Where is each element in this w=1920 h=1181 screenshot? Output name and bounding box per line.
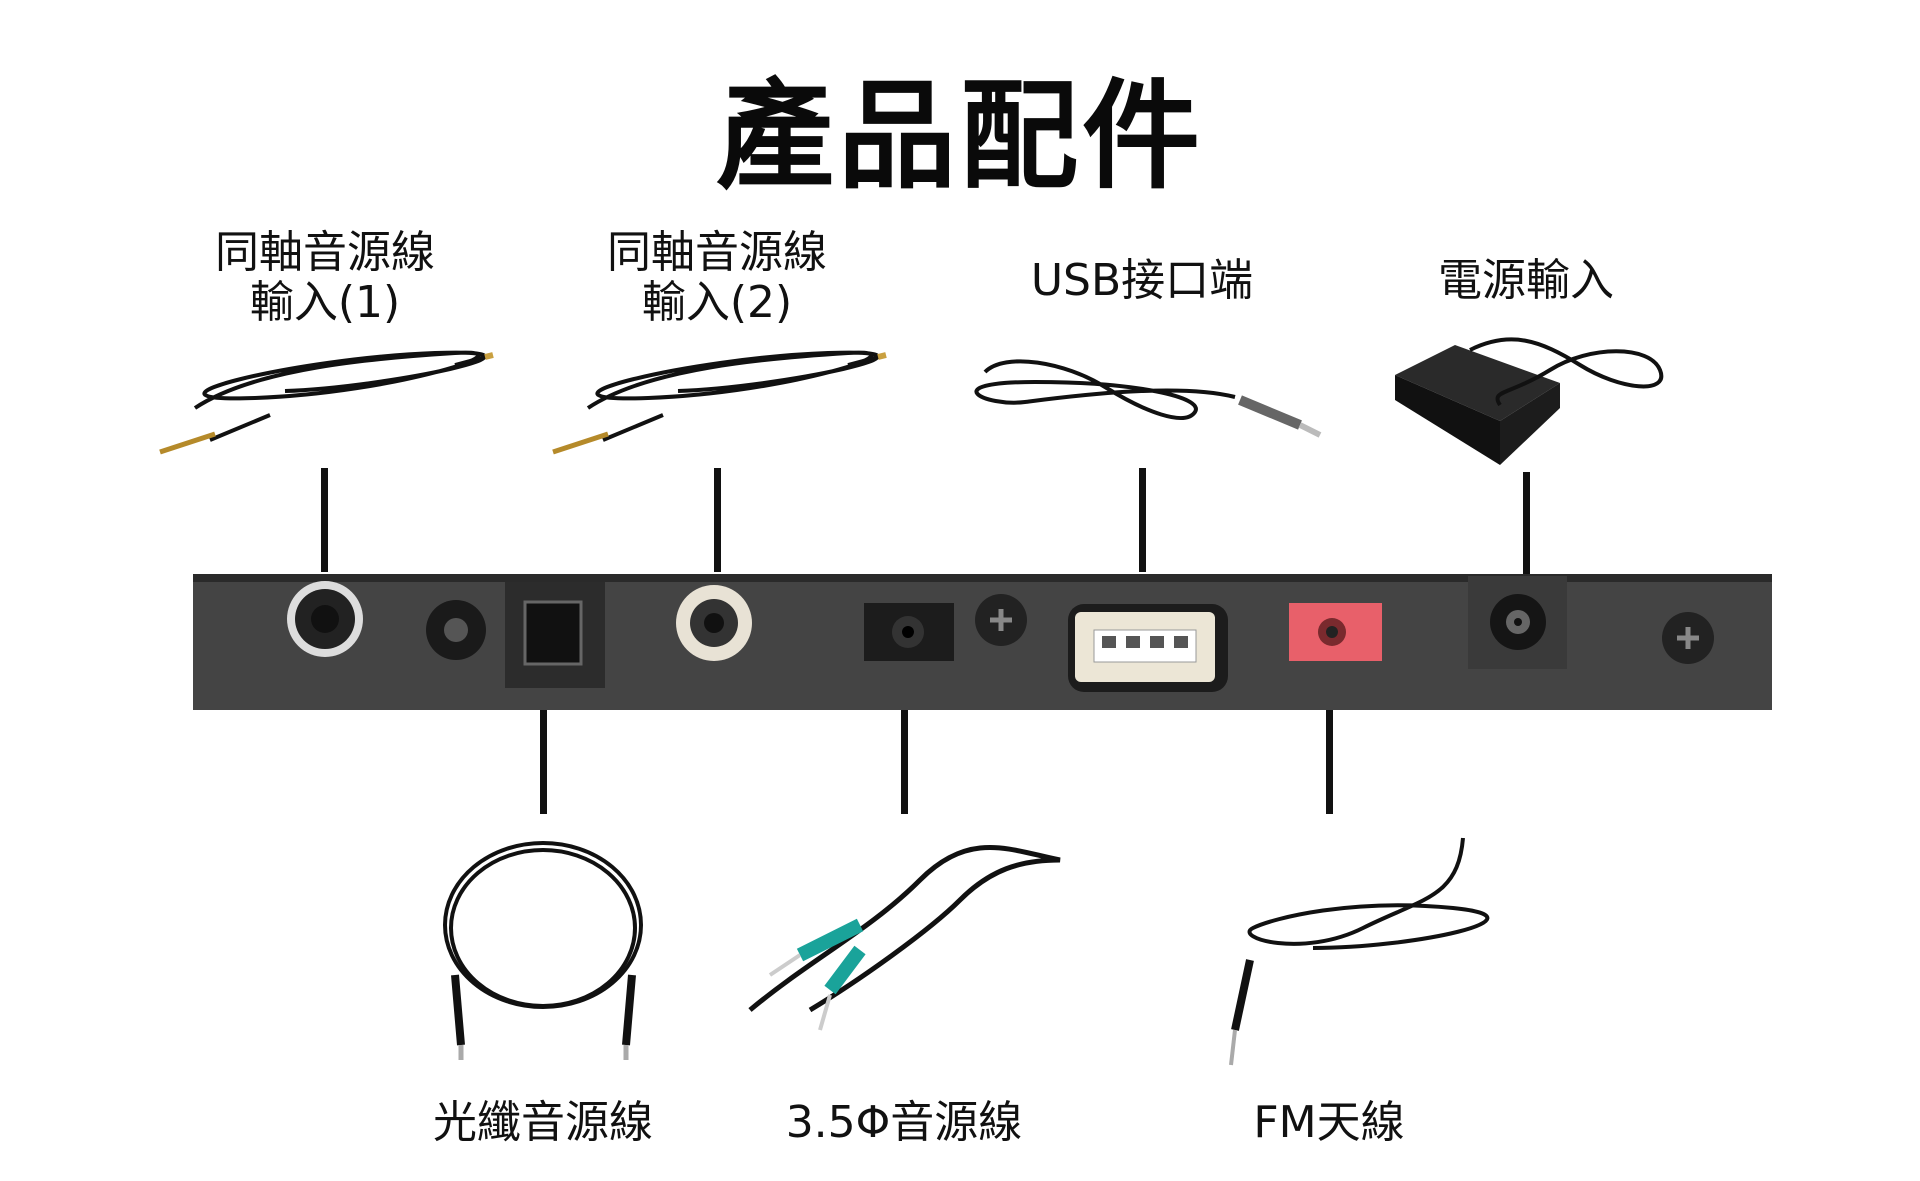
screw-icon <box>1662 612 1714 664</box>
optical-cable-icon <box>443 841 643 1060</box>
label-line: 輸入(2) <box>641 277 793 328</box>
screw-icon <box>975 594 1027 646</box>
page-title: 產品配件 <box>715 67 1204 205</box>
label-usb-port: USB接口端 <box>1030 255 1254 306</box>
label-fm-antenna: FM天線 <box>1253 1097 1405 1148</box>
usb-cable-icon <box>974 359 1322 438</box>
connector-line <box>1326 710 1333 814</box>
label-coaxial-input-2: 同軸音源線 輸入(2) <box>547 228 887 328</box>
fm-antenna-port <box>1289 603 1382 661</box>
fm-antenna-icon <box>1229 837 1490 1066</box>
small-jack <box>426 600 486 660</box>
optical-port <box>505 582 605 688</box>
label-coaxial-input-1: 同軸音源線 輸入(1) <box>155 228 495 328</box>
power-adapter-icon <box>1395 337 1664 465</box>
connector-line <box>901 710 908 814</box>
connector-line <box>1139 468 1146 572</box>
rca-coaxial-cable-icon <box>552 350 887 455</box>
usb-port <box>1068 604 1228 692</box>
label-line: 同軸音源線 <box>215 227 435 278</box>
aux-cable-icon <box>748 845 1061 1031</box>
connector-line <box>321 468 328 572</box>
rca-coaxial-cable-icon <box>159 350 494 455</box>
label-aux-cable: 3.5Φ音源線 <box>785 1097 1023 1148</box>
coaxial-jack-1 <box>287 581 363 657</box>
aux-jack <box>864 603 954 661</box>
connector-line <box>1523 472 1530 574</box>
label-power-input: 電源輸入 <box>1438 255 1614 306</box>
connector-line <box>714 468 721 572</box>
coaxial-jack-2 <box>676 585 752 661</box>
label-optical-cable: 光纖音源線 <box>433 1097 653 1148</box>
rear-panel <box>193 574 1772 710</box>
connector-line <box>540 710 547 814</box>
label-line: 輸入(1) <box>249 277 401 328</box>
dc-power-jack <box>1468 576 1567 669</box>
label-line: 同軸音源線 <box>607 227 827 278</box>
